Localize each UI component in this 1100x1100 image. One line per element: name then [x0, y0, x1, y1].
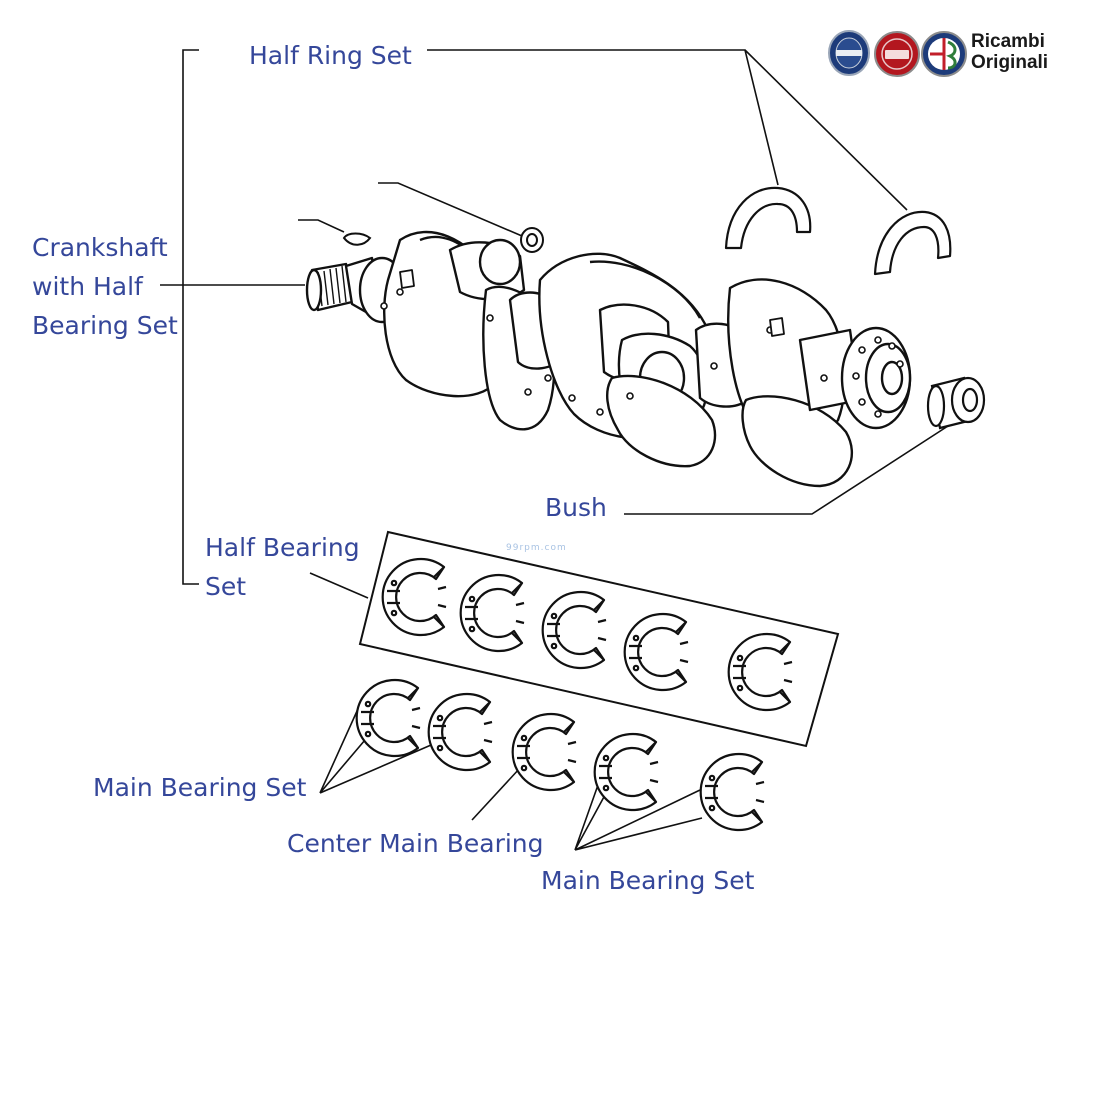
lancia-logo [828, 30, 870, 76]
label-half-ring-set: Half Ring Set [249, 41, 412, 70]
half-bearing-leader [309, 572, 369, 599]
leader-lines [160, 49, 949, 851]
main-bearings [355, 678, 766, 832]
center-main-leader [471, 767, 521, 821]
half-ring-1 [724, 186, 812, 250]
brand-line-2: Originali [971, 52, 1049, 73]
label-half-bearing-line2: Set [205, 572, 247, 601]
label-crankshaft-line2: with Half [32, 272, 143, 301]
label-main-bearing-set-right: Main Bearing Set [541, 866, 755, 895]
woodruff-key [342, 232, 372, 246]
bush-leader [624, 425, 949, 515]
key-leader [298, 219, 345, 233]
label-crankshaft-line3: Bearing Set [32, 311, 178, 340]
brand-text: Ricambi Originali [971, 31, 1048, 73]
fiat-logo [874, 31, 920, 77]
label-main-bearing-set-left: Main Bearing Set [93, 773, 307, 802]
label-half-bearing-line1: Half Bearing [205, 533, 360, 562]
crankshaft [305, 230, 912, 488]
bush [926, 376, 986, 430]
screw-leader [378, 182, 523, 237]
label-crankshaft-line1: Crankshaft [32, 233, 168, 262]
label-bush: Bush [545, 493, 607, 522]
watermark: 99rpm.com [506, 543, 567, 553]
brand-line-1: Ricambi [971, 31, 1045, 52]
main-bearing-right-leaders [574, 767, 703, 851]
crankshaft-bracket [182, 49, 199, 585]
half-bearing-set-frame [358, 530, 840, 748]
alfa-romeo-logo [921, 31, 967, 77]
half-ring-2 [873, 210, 952, 276]
half-bearings [381, 557, 794, 712]
main-bearing-left-leaders [319, 699, 439, 794]
label-center-main-bearing: Center Main Bearing [287, 829, 544, 858]
pilot-screw [520, 227, 544, 253]
half-ring-leader [427, 49, 908, 211]
